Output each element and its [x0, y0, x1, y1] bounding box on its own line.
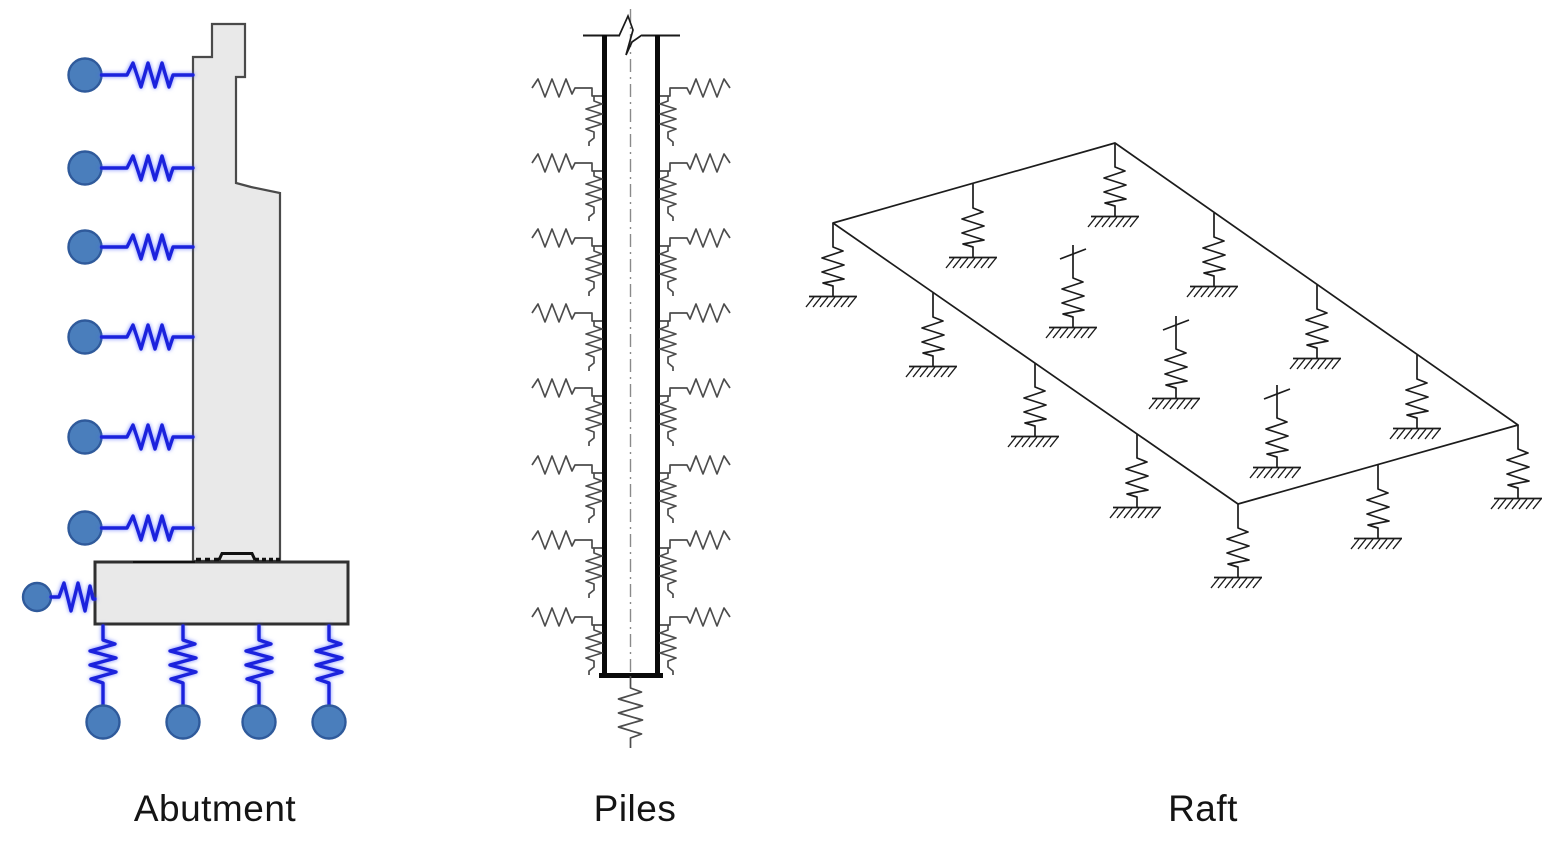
footing-spring	[21, 581, 97, 613]
abutment-stem	[191, 22, 282, 563]
pile-tip-spring	[617, 676, 644, 748]
pile-diagram	[531, 9, 731, 748]
stem-spring-5	[69, 421, 194, 454]
abutment-label: Abutment	[133, 788, 297, 829]
base-spring-3	[243, 626, 276, 739]
stem-spring-1	[69, 59, 194, 92]
piles-label: Piles	[593, 788, 677, 829]
raft-diagram	[805, 142, 1543, 589]
stem-spring-6	[69, 512, 194, 545]
stem-spring-3	[69, 231, 194, 264]
raft-label: Raft	[1168, 788, 1238, 829]
pile-top-break	[583, 13, 680, 56]
stem-spring-2	[69, 152, 194, 185]
base-spring-2	[167, 626, 200, 739]
stem-spring-4	[69, 321, 194, 354]
abutment-diagram	[21, 22, 350, 739]
base-spring-1	[87, 626, 120, 739]
base-spring-4	[313, 626, 346, 739]
abutment-bearing-seam	[133, 552, 281, 563]
abutment-footing	[93, 560, 350, 626]
raft-interior-springs	[1046, 245, 1301, 478]
